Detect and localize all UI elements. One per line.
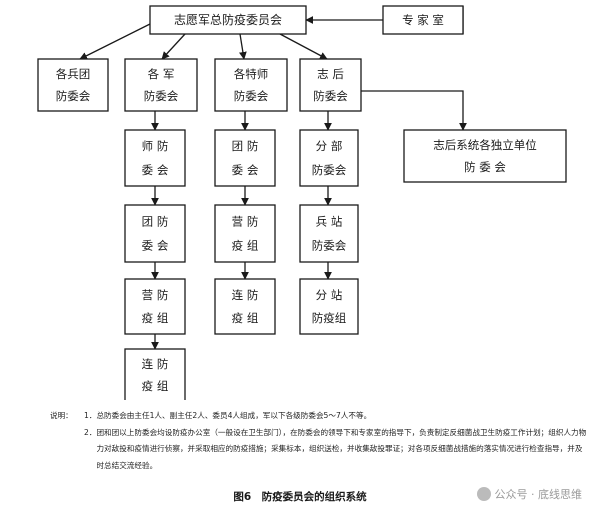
note-2-num: 2． xyxy=(84,427,97,437)
node-label: 疫 组 xyxy=(232,311,259,325)
node-label: 团 防 xyxy=(232,139,259,153)
node-company-b: 连 防疫 组 xyxy=(124,348,186,400)
node-label: 委 会 xyxy=(142,163,169,177)
node-label: 分 部 xyxy=(316,139,343,153)
node-label: 志后系统各独立单位 xyxy=(433,138,537,152)
node-label: 各兵团 xyxy=(56,67,91,81)
node-box xyxy=(403,129,567,183)
node-label: 专 家 室 xyxy=(402,13,444,27)
node-label: 各特师 xyxy=(234,67,269,81)
node-box xyxy=(37,58,109,112)
node-label: 分 站 xyxy=(316,288,343,302)
node-box xyxy=(299,204,359,263)
node-battalion-a: 营 防疫 组 xyxy=(214,204,276,263)
node-battalion-b: 营 防疫 组 xyxy=(124,278,186,335)
node-label: 防委会 xyxy=(312,238,347,252)
node-expert: 专 家 室 xyxy=(382,5,464,35)
wechat-icon xyxy=(476,487,491,501)
node-label: 防疫组 xyxy=(312,311,347,325)
node-label: 疫 组 xyxy=(142,379,169,393)
node-box xyxy=(124,278,186,335)
node-label: 营 防 xyxy=(232,215,259,229)
node-label: 防委会 xyxy=(313,89,348,103)
notes: 说明： 1． 总防委会由主任1人、副主任2人、委员4人组成，军以下各级防委会5～… xyxy=(50,408,590,474)
note-1-num: 1． xyxy=(84,411,97,420)
node-box xyxy=(124,58,198,112)
node-box xyxy=(382,5,464,35)
node-label: 疫 组 xyxy=(142,311,169,325)
watermark: 公众号 · 底线思维 xyxy=(476,486,583,502)
node-box xyxy=(214,129,276,187)
node-box xyxy=(214,58,288,112)
node-label: 委 会 xyxy=(232,163,259,177)
note-1: 说明： 1． 总防委会由主任1人、副主任2人、委员4人组成，军以下各级防委会5～… xyxy=(50,408,590,425)
node-root: 志愿军总防疫委员会 xyxy=(149,5,307,35)
node-box xyxy=(214,278,276,335)
figure-caption: 图6 防疫委员会的组织系统 xyxy=(233,491,367,503)
node-label: 各 军 xyxy=(148,67,175,81)
node-regiment-a: 团 防委 会 xyxy=(214,129,276,187)
node-label: 连 防 xyxy=(142,357,169,371)
node-regiment-b: 团 防委 会 xyxy=(124,204,186,263)
node-box xyxy=(299,278,359,335)
node-label: 防委会 xyxy=(56,89,91,103)
node-label: 志愿军总防疫委员会 xyxy=(174,12,282,27)
node-company-a: 连 防疫 组 xyxy=(214,278,276,335)
node-box xyxy=(299,129,359,187)
notes-prefix: 说明： xyxy=(50,411,73,420)
node-label: 疫 组 xyxy=(232,238,259,252)
org-chart: 志愿军总防疫委员会专 家 室各兵团防委会各 军防委会各特师防委会志 后防委会志后… xyxy=(37,5,567,400)
node-label: 防 委 会 xyxy=(464,160,506,174)
note-2: 2． 团和团以上防委会均设防疫办公室（一般设在卫生部门），在防委会的领导下和专家… xyxy=(50,425,590,475)
watermark-text: 公众号 · 底线思维 xyxy=(494,488,583,501)
node-label: 连 防 xyxy=(232,288,259,302)
node-box xyxy=(214,204,276,263)
node-label: 防委会 xyxy=(234,89,269,103)
node-label: 志 后 xyxy=(317,67,344,81)
node-box xyxy=(124,204,186,263)
node-box xyxy=(124,348,186,400)
node-label: 团 防 xyxy=(142,215,169,229)
node-division: 师 防委 会 xyxy=(124,129,186,187)
node-box xyxy=(149,5,307,35)
node-label: 营 防 xyxy=(142,288,169,302)
node-label: 防委会 xyxy=(144,89,179,103)
note-2-text: 团和团以上防委会均设防疫办公室（一般设在卫生部门），在防委会的领导下和专家室的指… xyxy=(96,427,587,470)
node-label: 防委会 xyxy=(312,163,347,177)
node-box xyxy=(124,129,186,187)
node-label: 师 防 xyxy=(142,139,169,153)
node-label: 兵 站 xyxy=(316,215,343,229)
node-label: 委 会 xyxy=(142,238,169,252)
note-1-text: 总防委会由主任1人、副主任2人、委员4人组成，军以下各级防委会5～7人不等。 xyxy=(96,411,372,420)
node-box xyxy=(299,58,362,112)
